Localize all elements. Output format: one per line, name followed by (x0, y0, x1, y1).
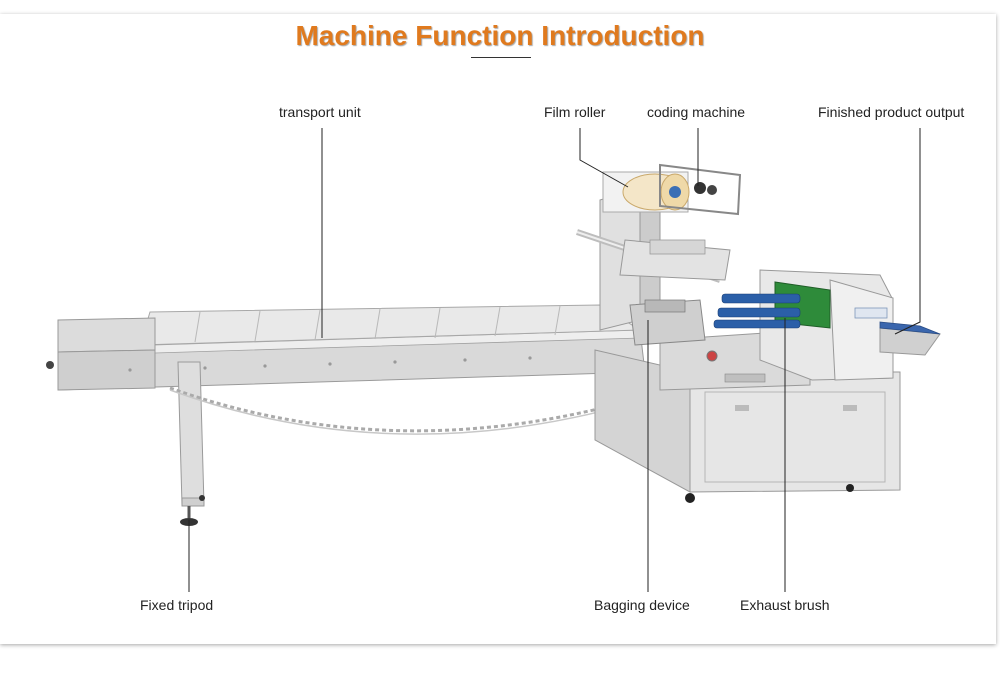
leader-lines (188, 128, 921, 592)
label-transport-unit: transport unit (279, 104, 361, 120)
page-title: Machine Function Introduction (295, 20, 705, 51)
leader-film-roller (579, 128, 629, 188)
label-film-roller: Film roller (544, 104, 606, 120)
leader-finished-output (894, 128, 921, 335)
label-bagging-device: Bagging device (594, 597, 690, 613)
label-finished-product-output: Finished product output (818, 104, 965, 120)
machine-drawing (46, 163, 941, 526)
label-coding-machine: coding machine (647, 104, 746, 120)
title-underline (471, 57, 531, 58)
label-exhaust-brush: Exhaust brush (740, 597, 830, 613)
label-fixed-tripod: Fixed tripod (140, 597, 214, 613)
